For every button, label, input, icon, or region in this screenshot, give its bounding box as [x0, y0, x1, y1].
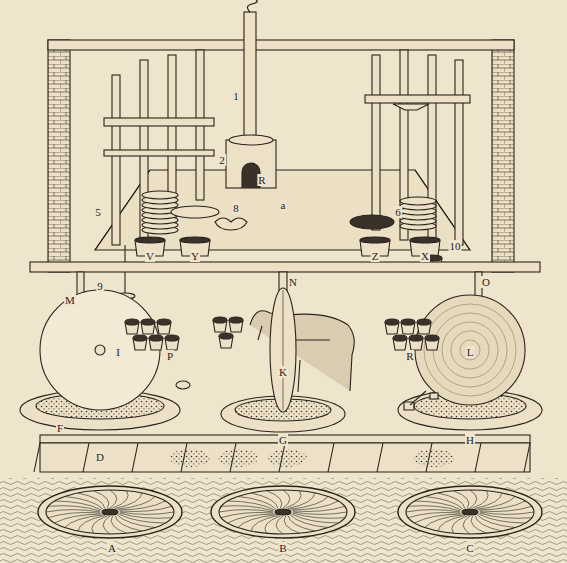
part-letter: H: [465, 434, 475, 446]
part-letter: D: [95, 451, 105, 463]
part-letter: N: [288, 276, 298, 288]
part-letter: X: [420, 250, 430, 262]
part-letter: Z: [371, 250, 380, 262]
part-letter: R: [257, 174, 266, 186]
callout-number: 10: [449, 240, 462, 252]
callout-number: 2: [218, 154, 226, 166]
part-letter: P: [166, 350, 174, 362]
part-letter: V: [145, 250, 155, 262]
part-letter: O: [481, 276, 491, 288]
part-letter: F: [56, 422, 64, 434]
part-letter: I: [115, 346, 121, 358]
part-letter: B: [278, 542, 287, 554]
part-letter: G: [278, 434, 288, 446]
callout-number: 6: [394, 206, 402, 218]
callout-number: 1: [232, 90, 240, 102]
part-letter: Y: [190, 250, 200, 262]
part-letter: M: [64, 294, 76, 306]
part-letter: L: [466, 346, 475, 358]
part-letter: R: [405, 350, 414, 362]
callout-number: 9: [96, 280, 104, 292]
callout-number: 5: [94, 206, 102, 218]
part-letter: K: [278, 366, 288, 378]
part-letter: a: [280, 199, 287, 211]
part-letter: C: [465, 542, 474, 554]
part-letter: A: [107, 542, 117, 554]
callout-number: 8: [232, 202, 240, 214]
